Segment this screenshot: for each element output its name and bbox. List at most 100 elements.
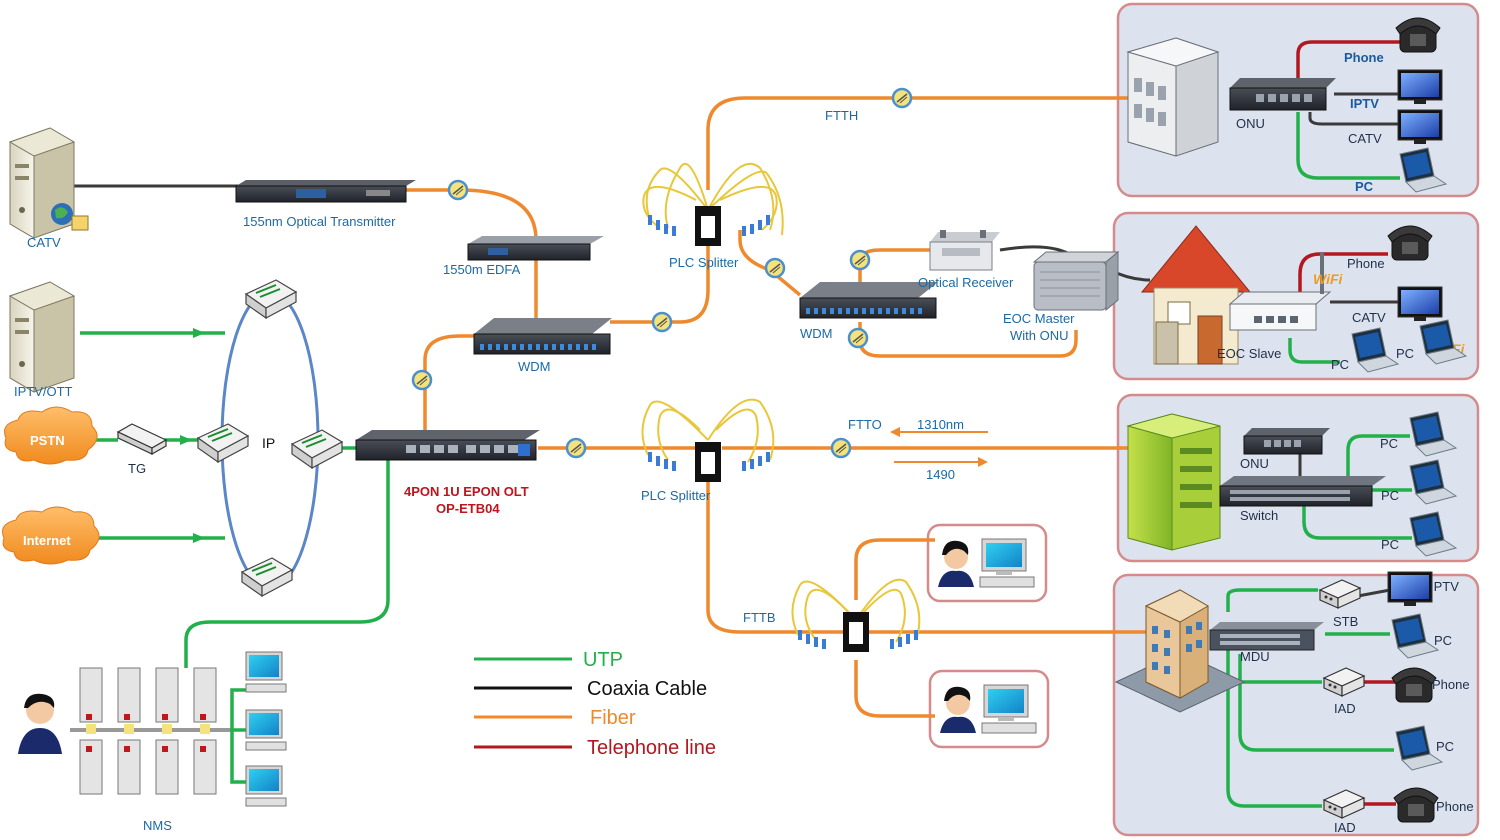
p1-iptv-icon [1397,69,1443,105]
p4-utp-down [1226,650,1322,808]
fiber-node-9 [830,437,852,459]
legend-label-utp: UTP [583,649,623,671]
wavelength-1310-label: 1310nm [917,417,964,432]
catv-server [9,127,89,239]
p4-iad1-label: IAD [1334,701,1356,716]
fiber-node-5 [849,249,871,271]
p1-phone-label: Phone [1344,50,1384,65]
fiber-node-4 [651,311,673,333]
p2-pc1-label: PC [1331,357,1349,372]
p2-utp-line [1288,338,1340,364]
arrow-1490-head [978,457,988,467]
fiber-ftth [706,96,1135,190]
plc-mid-label: PLC Splitter [641,488,711,503]
ip-router-left [197,423,249,463]
fiber-node-6 [847,327,869,349]
p2-house [1140,225,1252,365]
fiber-fttb-user1 [854,538,935,600]
fiber-fttb-user2 [854,660,935,718]
wdm-top [473,318,612,355]
p1-onu-device [1229,78,1336,111]
fiber-node-3 [764,257,786,279]
edfa-label: 1550m EDFA [443,262,521,277]
edfa-device [467,236,604,261]
p4-stb-label: STB [1333,614,1358,629]
p4-iad2-label: IAD [1334,820,1356,835]
fiber-node-2 [891,87,913,109]
ip-label: IP [262,435,275,451]
iptv-ott-server [9,281,75,393]
p1-tel-line [1296,40,1400,78]
ftto-label: FTTO [848,417,882,432]
p4-iptv-icon [1387,571,1433,607]
fttb-user-pc-1 [937,538,1035,588]
utp-arrow-tg [180,435,192,445]
internet-label: Internet [23,533,71,548]
p2-tel-line [1298,252,1388,300]
p2-phone-icon [1387,225,1433,261]
olt-label-line2: OP-ETB04 [436,501,500,516]
p4-iptv-label: IPTV [1430,579,1459,594]
p3-utp-1 [1346,434,1410,476]
arrow-1310-head [890,427,900,437]
p1-onu-label: ONU [1236,116,1265,131]
wdm-mid [799,282,938,319]
iptv-ott-label: IPTV/OTT [14,384,73,399]
olt-label-line1: 4PON 1U EPON OLT [404,484,529,499]
fiber-olt-wdm [423,334,480,430]
p1-pc-label: PC [1355,179,1374,194]
p2-catv-label: CATV [1352,310,1386,325]
eoc-master [1032,250,1120,312]
p3-pc2-label: PC [1381,488,1399,503]
optical-transmitter [235,180,416,203]
utp-arrow-internet [193,533,205,543]
p1-utp-line [1296,112,1400,180]
p1-office-building [1126,37,1220,157]
ip-router-top [245,279,297,319]
p4-tower-building [1114,589,1246,713]
optical-receiver [929,230,1000,271]
p4-pc2-label: PC [1436,739,1454,754]
p2-catv-icon [1397,286,1443,322]
plc-top-label: PLC Splitter [669,255,739,270]
p4-utp-pc2 [1238,654,1394,752]
p4-phone1-label: Phone [1432,677,1470,692]
p1-catv-icon [1397,109,1443,145]
nms-workstations [18,651,287,807]
p4-utp-main [1226,588,1318,612]
p3-onu-device [1243,428,1330,455]
transmitter-label: 155nm Optical Transmitter [243,214,396,229]
olt-device [355,430,540,461]
p3-green-building [1126,413,1221,551]
ip-router-bottom [241,557,293,597]
legend-label-telephone: Telephone line [587,737,716,759]
legend-label-fiber: Fiber [590,707,636,729]
tg-device [116,423,168,456]
p2-pc2-label: PC [1396,346,1414,361]
fiber-wdm-plc [610,230,710,324]
p2-wifi-badge-1: WiFi [1313,271,1344,287]
utp-arrow-iptv [193,328,205,338]
p2-eoc-slave-label: EOC Slave [1217,346,1281,361]
utp-nms-pcs [225,688,248,784]
legend-label-coax: Coaxia Cable [587,678,707,700]
optical-receiver-label: Optical Receiver [918,275,1014,290]
wdm-mid-label: WDM [800,326,833,341]
p1-catv-line [1308,112,1398,126]
pstn-cloud [4,406,98,465]
fttb-label: FTTB [743,610,776,625]
fiber-node-7 [411,369,433,391]
plc-splitter-mid [641,398,775,482]
pstn-label: PSTN [30,433,65,448]
p3-utp-3 [1302,506,1412,540]
p2-phone-label: Phone [1347,256,1385,271]
ftth-label: FTTH [825,108,858,123]
plc-splitter-fttb [791,578,921,652]
fiber-node-8 [565,437,587,459]
catv-label: CATV [27,235,61,250]
p4-stb-tv [1357,588,1391,598]
p2-eoc-slave-device [1228,252,1332,331]
p3-pc1-label: PC [1380,436,1398,451]
internet-cloud [2,506,100,565]
plc-splitter-top [642,162,784,246]
